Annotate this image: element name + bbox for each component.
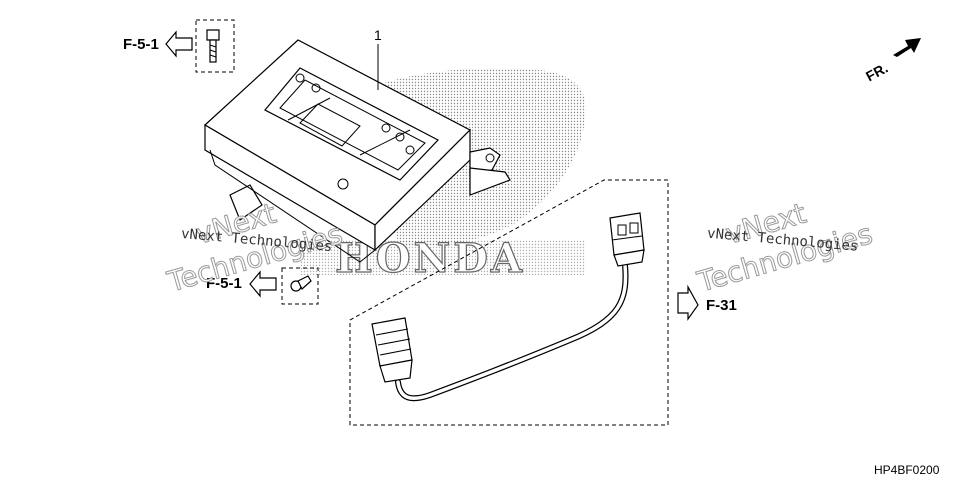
front-direction-label: FR. xyxy=(863,60,890,85)
ref-label-right: F-31 xyxy=(706,297,737,314)
drawing-code: HP4BF0200 xyxy=(874,463,940,477)
callout-number: 1 xyxy=(374,27,382,43)
ref-label-mid-left: F-5-1 xyxy=(206,275,242,292)
right-arrow-icon xyxy=(677,284,699,321)
harness-dashed-box xyxy=(349,179,669,426)
ref-label-top-left: F-5-1 xyxy=(123,36,159,53)
bolt-top[interactable] xyxy=(195,19,235,73)
ref-arrow-right[interactable]: F-31 xyxy=(677,284,737,321)
ref-arrow-top-left[interactable]: F-5-1 xyxy=(123,30,193,58)
front-direction-indicator: FR. xyxy=(863,38,921,84)
ref-arrow-mid-left[interactable]: F-5-1 xyxy=(206,270,277,298)
direction-arrow-icon xyxy=(893,38,921,57)
meter-unit[interactable] xyxy=(203,39,511,263)
left-arrow-icon xyxy=(249,270,277,298)
screw-mid[interactable] xyxy=(281,267,319,305)
wire-harness[interactable] xyxy=(371,212,645,402)
left-arrow-icon xyxy=(165,30,193,58)
